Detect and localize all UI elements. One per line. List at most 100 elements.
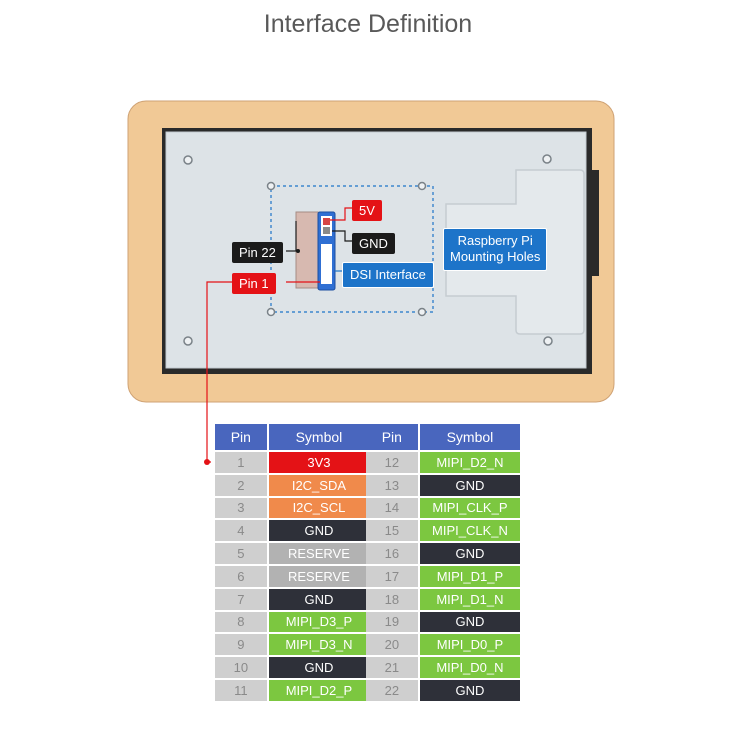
mounting-hole [417,181,427,191]
screws [183,154,553,346]
pin-symbol-cell: MIPI_D2_N [419,452,520,473]
pin-number-cell: 12 [366,452,418,473]
screw [183,336,193,346]
pin-symbol-cell: 3V3 [268,452,369,473]
pin-number-cell: 13 [366,474,418,496]
screw [543,336,553,346]
pin-number-cell: 15 [366,520,418,542]
pin-number-cell: 20 [366,634,418,656]
pin-number-cell: 3 [215,497,267,519]
screw [183,155,193,165]
table-header-row: Pin Symbol [215,424,369,450]
pin-symbol-cell: GND [268,588,369,610]
pin-symbol-cell: MIPI_D2_P [268,679,369,701]
dsi-power-header [321,216,332,236]
pin-symbol-cell: GND [419,679,520,701]
pin1-marker-dot [204,459,210,465]
pin-symbol-cell: GND [419,611,520,633]
pin-number-cell: 10 [215,657,267,678]
screw [542,154,552,164]
pin-number-cell: 5 [215,543,267,564]
pin-symbol-cell: GND [419,474,520,496]
mounting-hole [417,307,427,317]
side-connector [591,170,599,276]
pin-symbol-cell: RESERVE [268,543,369,564]
pin-symbol-cell: MIPI_D3_P [268,611,369,633]
callout-pin1: Pin 1 [232,273,276,294]
rpi-mounting-holes [266,181,427,317]
pin-number-cell: 17 [366,565,418,587]
header-pin: Pin [366,424,418,450]
callout-pin22: Pin 22 [232,242,283,263]
pin-number-cell: 11 [215,679,267,701]
pin-symbol-cell: MIPI_D1_N [419,588,520,610]
pin-symbol-cell: GND [419,543,520,564]
pin-number-cell: 18 [366,588,418,610]
pin-number-cell: 2 [215,474,267,496]
table-header-row: Pin Symbol [366,424,520,450]
pin-symbol-cell: MIPI_CLK_P [419,497,520,519]
pin-number-cell: 4 [215,520,267,542]
callout-5v: 5V [352,200,382,221]
mounting-hole [266,181,276,191]
pin-symbol-cell: MIPI_D0_P [419,634,520,656]
callout-gnd: GND [352,233,395,254]
pin-symbol-cell: MIPI_CLK_N [419,520,520,542]
header-symbol: Symbol [268,424,369,450]
callout-rpi-line1: Raspberry Pi [457,233,533,248]
pin-number-cell: 22 [366,679,418,701]
pin-symbol-cell: I2C_SCL [268,497,369,519]
pin-number-cell: 14 [366,497,418,519]
pin-symbol-cell: MIPI_D3_N [268,634,369,656]
pin-number-cell: 16 [366,543,418,564]
callout-dsi-interface: DSI Interface [342,262,434,289]
callout-rpi-mounting-holes: Raspberry Pi Mounting Holes [443,228,548,271]
mounting-hole [266,307,276,317]
pin-number-cell: 9 [215,634,267,656]
pin-symbol-cell: MIPI_D1_P [419,565,520,587]
pin22-marker-dot [296,249,300,253]
leader-gnd [332,230,352,242]
pin-number-cell: 6 [215,565,267,587]
pin-symbol-cell: RESERVE [268,565,369,587]
pin-symbol-cell: MIPI_D0_N [419,657,520,678]
pin-number-cell: 8 [215,611,267,633]
pin-symbol-cell: GND [268,657,369,678]
pin-symbol-cell: I2C_SDA [268,474,369,496]
pin-number-cell: 19 [366,611,418,633]
leader-5v [330,207,352,221]
pin-number-cell: 7 [215,588,267,610]
pin-number-cell: 21 [366,657,418,678]
page-title: Interface Definition [263,10,473,38]
dsi-slot [321,244,332,284]
pin-number-cell: 1 [215,452,267,473]
header-pin: Pin [215,424,267,450]
callout-rpi-line2: Mounting Holes [450,249,541,265]
header-symbol: Symbol [419,424,520,450]
pin-symbol-cell: GND [268,520,369,542]
